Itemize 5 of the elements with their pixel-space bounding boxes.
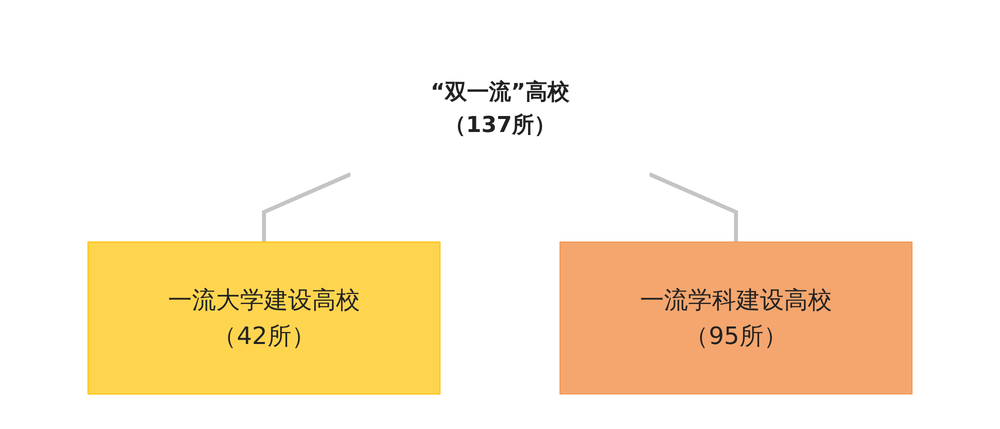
node-text: “双一流”高校 （137所） <box>430 80 570 138</box>
node-box: 一流学科建设高校 （95所） <box>560 241 912 394</box>
node-box: 一流大学建设高校 （42所） <box>88 241 440 394</box>
connector <box>262 172 352 242</box>
connector <box>648 172 738 242</box>
